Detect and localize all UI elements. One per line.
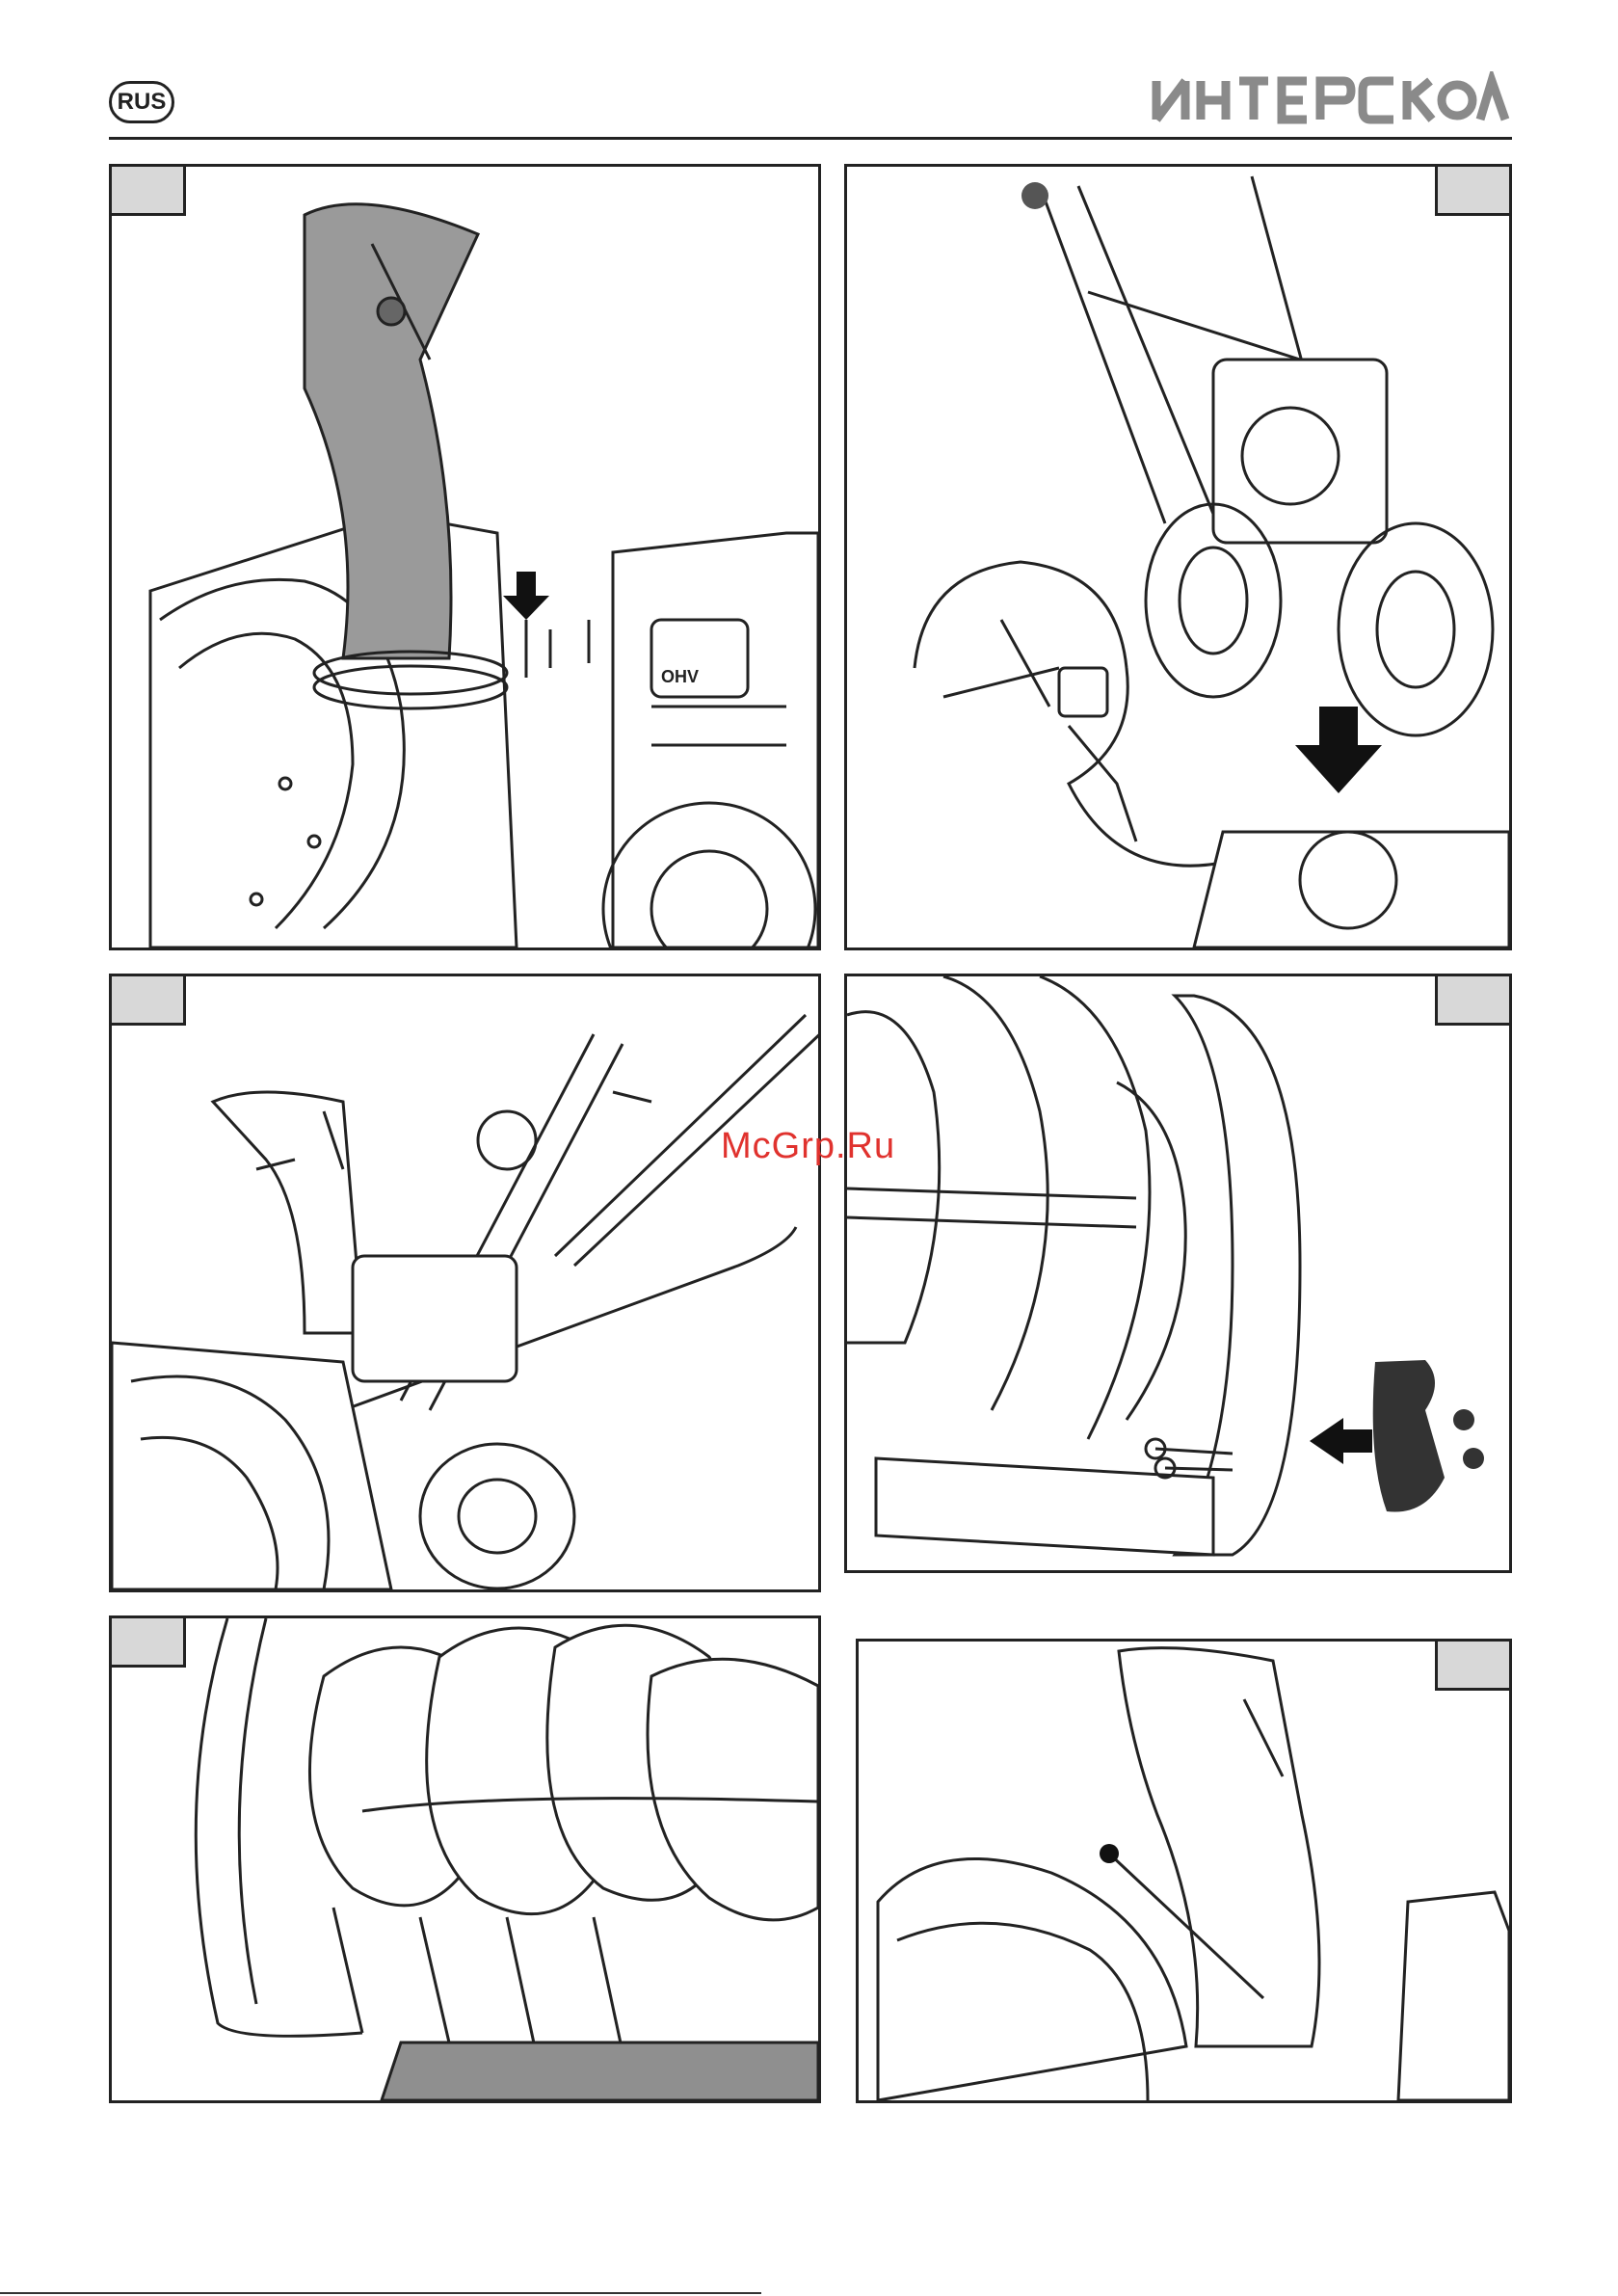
scraper-bar-part <box>382 2042 818 2100</box>
down-arrow-icon <box>1295 707 1382 793</box>
step-tab <box>109 974 186 1026</box>
illustration-handle-assembly <box>847 167 1509 948</box>
down-arrow-icon <box>503 572 549 620</box>
step-tab <box>1435 1639 1512 1691</box>
illustration-chute-attach: OHV <box>112 167 818 948</box>
illustration-skid-shoe <box>847 976 1509 1570</box>
cleanout-tool-handle-icon <box>1100 1844 1119 1863</box>
knob-icon <box>1021 182 1048 209</box>
step-tab <box>1435 164 1512 216</box>
brand-logo <box>1147 71 1513 129</box>
panel-skid-shoe <box>844 974 1512 1573</box>
illustration-cleanout-tool <box>859 1642 1509 2100</box>
footer-rule <box>0 2292 761 2294</box>
panel-cleanout-tool <box>856 1639 1512 2103</box>
skid-shoe-part <box>1373 1360 1445 1512</box>
panel-chute-control <box>109 974 821 1592</box>
engine-label: OHV <box>661 667 699 686</box>
brand-logo-graphic <box>1147 71 1513 129</box>
illustration-chute-control <box>112 976 818 1589</box>
step-tab <box>1435 974 1512 1026</box>
header-rule <box>109 137 1512 140</box>
watermark-text: McGrp.Ru <box>721 1126 895 1167</box>
panel-auger-scraper <box>109 1615 821 2103</box>
step-tab <box>109 1615 186 1668</box>
panel-chute-attach: OHV <box>109 164 821 950</box>
language-badge: RUS <box>109 81 174 123</box>
panel-handle-assembly <box>844 164 1512 950</box>
left-arrow-icon <box>1310 1418 1372 1464</box>
illustration-auger-scraper <box>112 1618 818 2100</box>
step-tab <box>109 164 186 216</box>
